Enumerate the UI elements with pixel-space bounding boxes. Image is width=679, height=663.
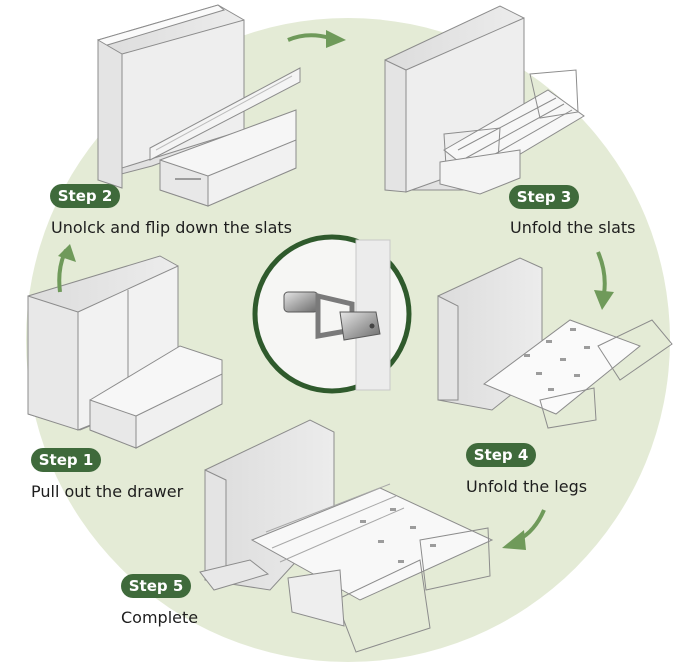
arrow-up-icon [57, 244, 76, 293]
step-3-illustration [384, 5, 585, 195]
step-2-caption: Unolck and flip down the slats [51, 218, 292, 237]
latch-icon [283, 291, 381, 341]
step-3-badge: Step 3 [509, 185, 579, 209]
step-3-caption: Unfold the slats [510, 218, 636, 237]
step-4-badge: Step 4 [466, 443, 536, 467]
step-2-badge: Step 2 [50, 184, 120, 208]
arrow-down-left-icon [502, 509, 546, 550]
arrow-right-icon [287, 30, 346, 48]
step-5-badge: Step 5 [121, 574, 191, 598]
step-1-badge: Step 1 [31, 448, 101, 472]
arrow-down-icon [594, 251, 614, 310]
step-2-illustration [97, 4, 301, 207]
step-4-caption: Unfold the legs [466, 477, 588, 496]
step-5-caption: Complete [121, 608, 199, 627]
step-1-illustration [27, 255, 223, 449]
latch-inset [252, 234, 412, 394]
step-1-caption: Pull out the drawer [31, 482, 184, 501]
step-4-illustration [437, 257, 673, 429]
step-5-illustration [199, 419, 494, 653]
